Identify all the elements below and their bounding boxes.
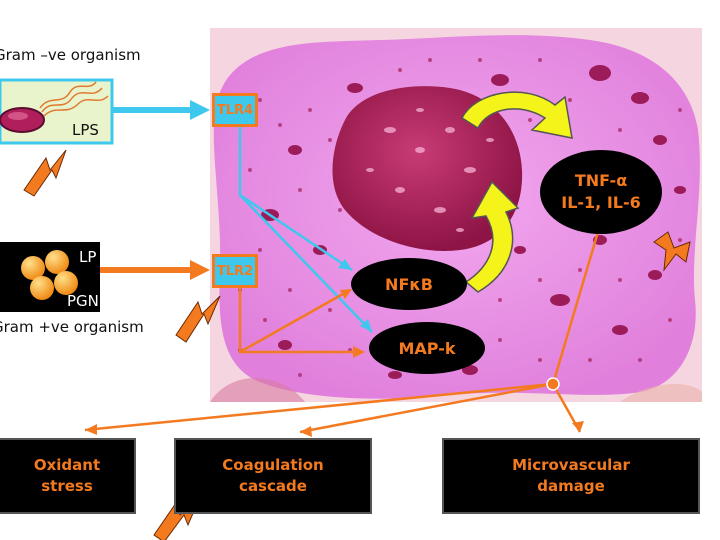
lps-label: LPS (72, 121, 99, 139)
branch-point (546, 377, 560, 391)
yellow-arrow-top (461, 91, 573, 139)
tlr4-signal-lines (238, 127, 373, 333)
receptor-entry-arrows (112, 100, 210, 120)
bacterium-icon (0, 81, 109, 133)
coagulation-cascade-box: Coagulation cascade (174, 438, 372, 514)
granule-speckles (238, 58, 682, 377)
tlr4-receptor: TLR4 (212, 93, 258, 127)
tlr2-entry-arrow (100, 260, 210, 280)
tlr2-signal-lines (238, 287, 360, 354)
cytokines-node: TNF-α IL-1, IL-6 (540, 150, 662, 234)
nucleus-texture (366, 108, 494, 232)
gram-positive-caption: Gram +ve organism (0, 318, 144, 336)
cytokine-effect-arrows (84, 231, 600, 434)
oxidant-stress-box: Oxidant stress (0, 438, 136, 514)
tnf-alpha-label: TNF-α (574, 171, 628, 191)
lp-label: LP (79, 248, 97, 266)
nucleus (332, 86, 523, 251)
cocci-icon (21, 250, 78, 300)
gram-negative-caption: Gram –ve organism (0, 46, 141, 64)
arrowheads (85, 421, 584, 437)
mapk-node: MAP-k (369, 322, 485, 374)
yellow-arrow-side (464, 180, 520, 293)
microvascular-damage-box: Microvascular damage (442, 438, 700, 514)
nfkb-node: NFκB (351, 258, 467, 310)
tlr2-receptor: TLR2 (212, 254, 258, 288)
granules (239, 65, 686, 379)
pgn-label: PGN (67, 292, 99, 310)
yellow-feedback-arrows (461, 91, 573, 293)
interleukin-label: IL-1, IL-6 (561, 193, 641, 212)
